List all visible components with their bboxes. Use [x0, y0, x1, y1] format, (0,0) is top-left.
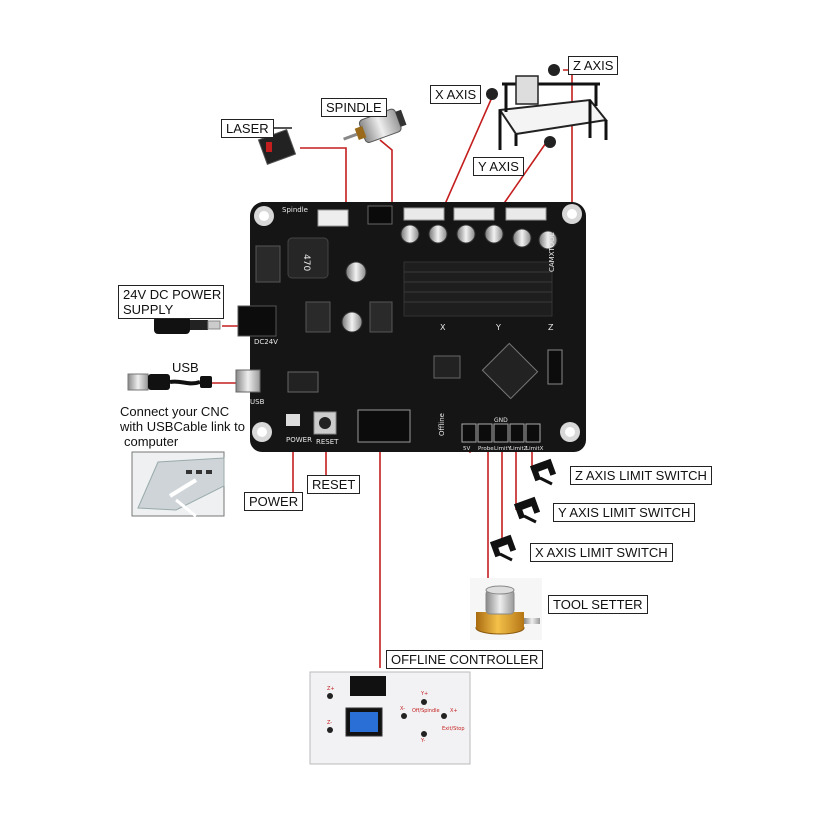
offline-x-plus: X+ — [450, 708, 458, 714]
label-offline-controller: OFFLINE CONTROLLER — [386, 650, 544, 669]
controller-buttons — [327, 693, 447, 737]
y-limit-switch — [513, 496, 541, 524]
control-board: Spindle 470 DC24V USB POWER RESET Offlin… — [235, 202, 586, 452]
silk-x: X — [440, 323, 446, 332]
laser-port — [317, 209, 349, 227]
heatsink — [403, 261, 553, 317]
silk-brand: CAMXTOOL — [548, 232, 556, 272]
usb-note: Connect your CNC with USBCable link to c… — [120, 404, 245, 449]
label-z-limit-switch: Z AXIS LIMIT SWITCH — [570, 466, 712, 485]
spi-header — [547, 349, 563, 385]
limit-switch-headers — [461, 423, 541, 443]
usb-chip — [433, 355, 461, 379]
offline-y-minus: Y- — [420, 738, 425, 744]
silk-pin-5v: 5V — [463, 446, 470, 452]
wire-spindle — [379, 139, 393, 210]
driver-chip — [287, 371, 319, 393]
usb-note-line1: Connect your CNC — [120, 404, 230, 419]
silk-usb: USB — [250, 398, 265, 406]
spindle-motor — [343, 108, 407, 143]
label-power-supply: 24V DC POWER SUPPLY — [118, 285, 224, 319]
usb-note-line3: computer — [124, 434, 179, 449]
label-power-supply-line1: 24V DC POWER — [123, 287, 222, 302]
inductor — [287, 237, 329, 279]
silk-z: Z — [548, 323, 554, 332]
silk-pin-limity: LimitY — [494, 446, 512, 452]
label-usb: USB — [172, 360, 199, 375]
power-led — [286, 414, 300, 426]
label-power-supply-line2: SUPPLY — [123, 302, 174, 317]
silk-pin-limitx: LimitX — [526, 446, 544, 452]
label-spindle: SPINDLE — [321, 98, 387, 117]
label-reset: RESET — [307, 475, 361, 494]
silk-pin-probe: Probe — [478, 446, 494, 452]
usb-port — [235, 369, 261, 393]
silk-spindle: Spindle — [282, 206, 308, 214]
offline-z-plus: Z+ — [327, 686, 335, 692]
offline-controller-device: Z+ Z- Y+ X- Off/Spindle X+ Y- Exit/Stop — [309, 671, 471, 765]
offline-exit-stop: Exit/Stop — [442, 726, 465, 732]
silk-dc24v: DC24V — [254, 338, 278, 346]
offline-x-minus: X- — [400, 706, 405, 712]
motor-connectors — [403, 207, 547, 221]
label-z-axis: Z AXIS — [568, 56, 619, 75]
z-limit-switch — [529, 458, 557, 486]
silk-y: Y — [495, 323, 501, 332]
spindle-port — [367, 205, 393, 225]
tool-setter — [470, 578, 542, 640]
mounting-holes — [252, 204, 582, 442]
mosfet — [305, 301, 331, 333]
microcontroller — [481, 342, 539, 400]
label-laser: LASER — [221, 119, 274, 138]
silk-offline: Offline — [438, 413, 446, 436]
wire-laser — [300, 147, 347, 218]
silk-inductor: 470 — [301, 254, 311, 271]
label-x-axis: X AXIS — [430, 85, 482, 104]
offline-y-plus: Y+ — [420, 691, 428, 697]
offline-z-minus: Z- — [327, 720, 332, 726]
silk-pin-limitz: LimitZ — [510, 446, 528, 452]
label-power: POWER — [244, 492, 304, 511]
capacitors — [341, 224, 558, 333]
cnc-machine — [486, 64, 608, 150]
dc-power-plug — [154, 316, 221, 334]
silk-power: POWER — [286, 436, 312, 444]
laptop-photo — [131, 451, 225, 518]
voltage-regulator — [255, 245, 281, 283]
silk-limit-pins: 5V Probe LimitY LimitZ LimitX — [463, 446, 544, 452]
x-limit-switch — [489, 534, 517, 562]
silk-gnd: GND — [494, 417, 508, 424]
label-y-axis: Y AXIS — [473, 157, 524, 176]
dc-jack — [237, 305, 277, 337]
usb-cable — [127, 373, 212, 391]
label-y-limit-switch: Y AXIS LIMIT SWITCH — [553, 503, 696, 522]
label-tool-setter: TOOL SETTER — [548, 595, 648, 614]
label-x-limit-switch: X AXIS LIMIT SWITCH — [530, 543, 673, 562]
usb-note-line2: with USBCable link to — [120, 419, 245, 434]
mosfet-2 — [369, 301, 393, 333]
offline-header — [357, 409, 411, 443]
offline-off-spindle: Off/Spindle — [412, 708, 440, 714]
silk-reset: RESET — [316, 438, 339, 446]
